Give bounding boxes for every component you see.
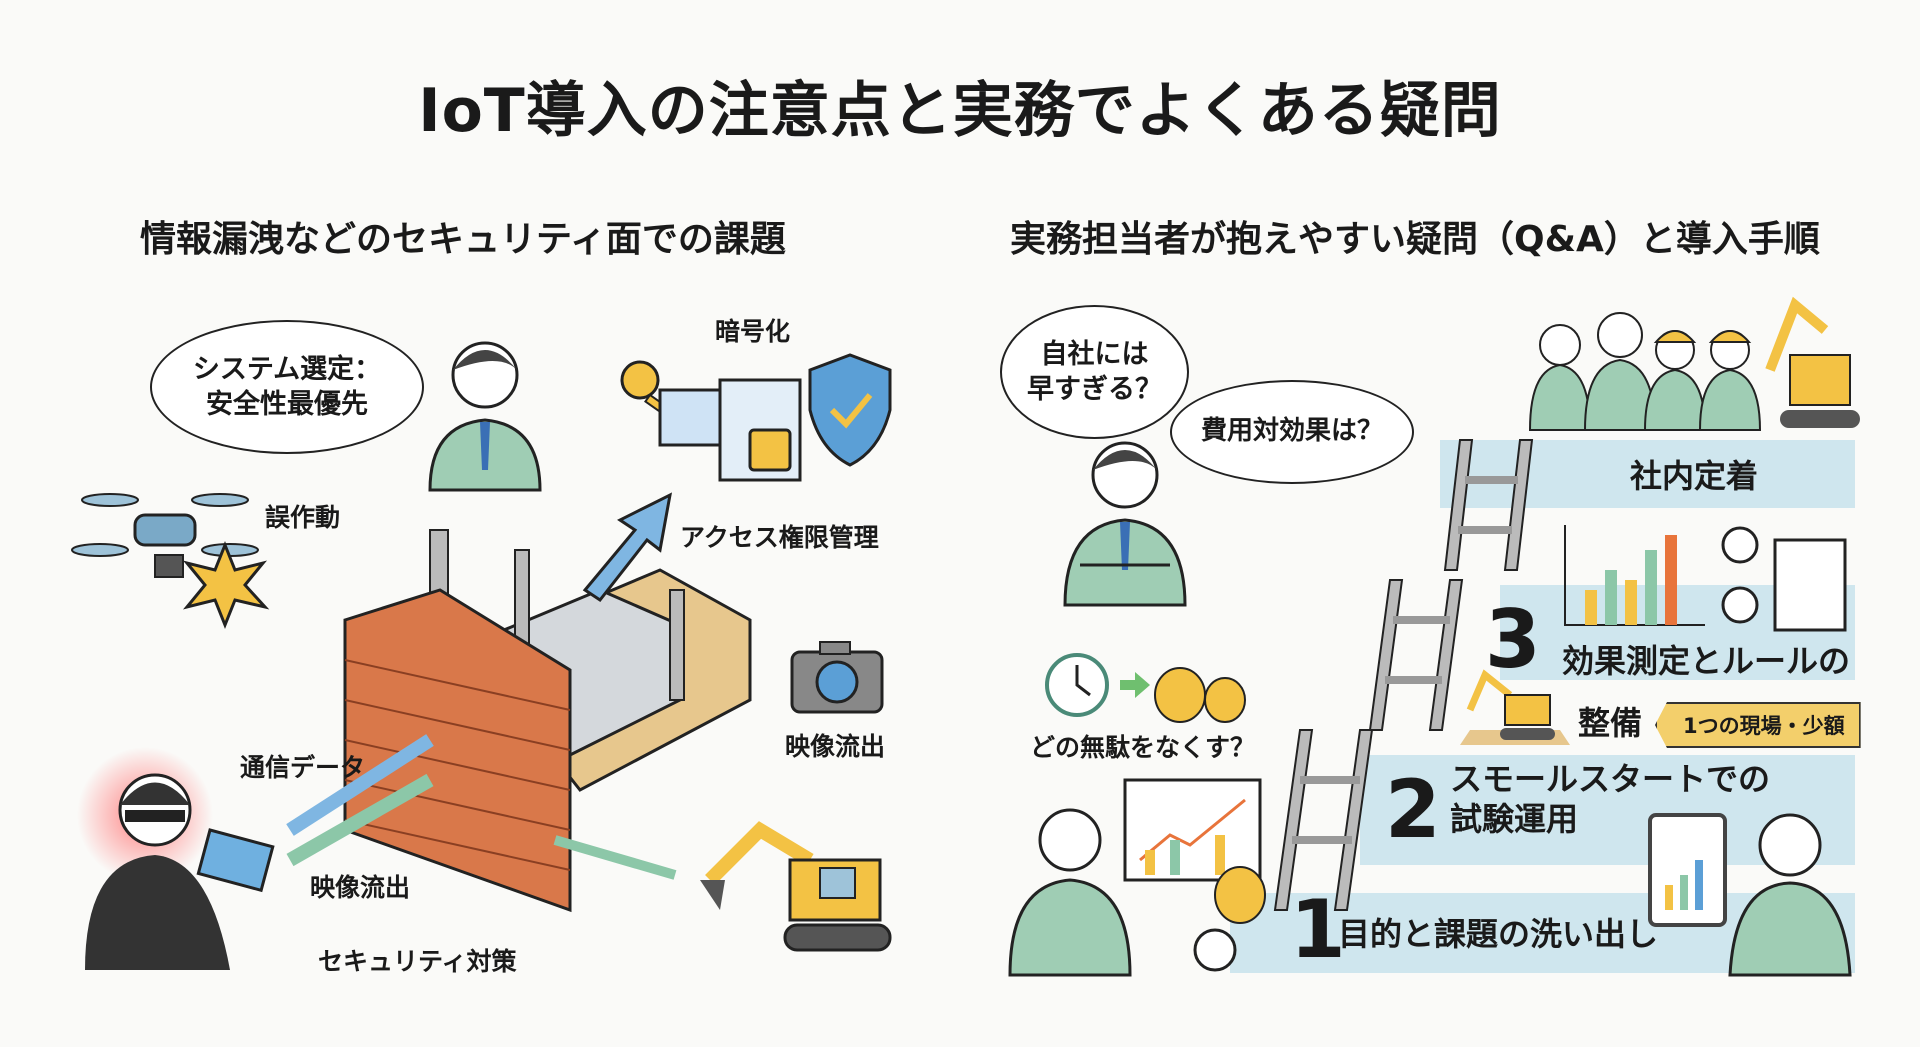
label-malfunction: 誤作動 (265, 503, 341, 532)
factory-firewall-illustration (343, 529, 752, 913)
encryption-icon (620, 353, 892, 482)
drone-icon (71, 493, 259, 578)
waste-question-label: どの無駄をなくす？ (1030, 733, 1256, 762)
label-communication-data: 通信データ (240, 753, 366, 782)
band-step4 (1440, 440, 1855, 508)
bubble-line: 自社には (1040, 338, 1149, 370)
label-security-measures: セキュリティ対策 (318, 947, 517, 976)
ladder-steps-icon (1273, 439, 1534, 911)
step3-number: 3 (1485, 593, 1541, 686)
tablet-worker-icon (1648, 813, 1852, 977)
step1-label: 目的と課題の洗い出し (1338, 915, 1659, 953)
step2-label-line1: スモールスタートでの (1450, 760, 1771, 798)
presenter-with-chart-icon (1008, 778, 1266, 977)
time-to-money-icon (1045, 653, 1246, 723)
label-access-control: アクセス権限管理 (680, 523, 879, 552)
right-heading: 実務担当者が抱えやすい疑問（Q&A）と導入手順 (1010, 219, 1820, 260)
thought-bubble-too-early: 自社には早すぎる？ (1000, 305, 1189, 439)
label-video-leak-camera: 映像流出 (785, 732, 886, 761)
excavator-icon (700, 821, 892, 952)
explosion-icon (182, 540, 270, 630)
camera-icon (790, 641, 884, 714)
step1-number: 1 (1290, 883, 1346, 976)
step2-label-line2: 試験運用 (1450, 800, 1579, 838)
team-with-excavator-icon (1528, 296, 1860, 431)
small-excavator-icon (1460, 669, 1570, 745)
businessman-icon (428, 341, 542, 492)
step3-label-line1: 効果測定とルールの (1562, 642, 1851, 680)
bubble-text: 費用対効果は？ (1200, 416, 1383, 447)
thought-bubble-cost: 費用対効果は？ (1170, 380, 1414, 484)
bubble-line: 早すぎる？ (1027, 374, 1162, 405)
hacker-icon (85, 773, 275, 970)
measurement-chart-icon (1564, 525, 1847, 632)
thought-bubble-system-selection: システム選定： 安全性最優先 (150, 320, 424, 454)
bubble-line: システム選定： (192, 353, 382, 385)
thinking-businessman-icon (1063, 441, 1187, 607)
arrow-green-icon (553, 835, 677, 880)
step4-label: 社内定着 (1630, 457, 1759, 495)
bubble-line: 安全性最優先 (205, 389, 368, 420)
step3-label-line2: 整備 (1578, 704, 1643, 742)
step2-number: 2 (1385, 763, 1441, 856)
left-heading: 情報漏洩などのセキュリティ面での課題 (140, 219, 786, 260)
label-video-leak: 映像流出 (310, 873, 411, 902)
label-encryption: 暗号化 (715, 317, 791, 346)
arrow-up-icon (582, 492, 673, 603)
data-arrows-icon (286, 734, 434, 867)
page-title: IoT導入の注意点と実務でよくある疑問 (418, 76, 1502, 146)
step3-tag: 1つの現場・少額 (1655, 702, 1861, 748)
